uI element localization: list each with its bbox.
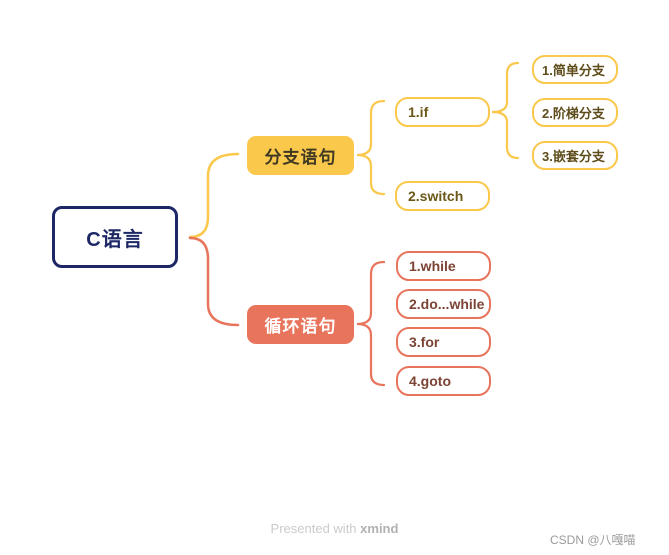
node-switch: 2.switch xyxy=(395,181,490,211)
xmind-brand: xmind xyxy=(360,521,399,536)
node-label: 3.for xyxy=(409,334,440,350)
node-while: 1.while xyxy=(396,251,491,281)
node-label: 2.阶梯分支 xyxy=(542,106,605,121)
node-nested-branch: 3.嵌套分支 xyxy=(532,141,618,170)
root-node-c-language: C语言 xyxy=(52,206,178,268)
brace-if-children xyxy=(491,61,520,160)
node-label: 1.if xyxy=(408,104,429,120)
brace-root-bottom xyxy=(188,236,240,327)
presented-prefix: Presented with xyxy=(270,521,361,536)
csdn-watermark: CSDN @八嘎喵 xyxy=(550,533,636,547)
root-node-label: C语言 xyxy=(86,228,144,251)
presented-with-xmind: Presented with xmind xyxy=(0,521,669,536)
node-label: 1.简单分支 xyxy=(542,63,605,78)
brace-root-top xyxy=(188,152,240,239)
node-label: 3.嵌套分支 xyxy=(542,149,605,164)
node-loop-statements: 循环语句 xyxy=(247,305,354,344)
node-do-while: 2.do...while xyxy=(396,289,491,319)
node-ladder-branch: 2.阶梯分支 xyxy=(532,98,618,127)
node-label: 2.do...while xyxy=(409,296,485,312)
node-goto: 4.goto xyxy=(396,366,491,396)
node-label: 4.goto xyxy=(409,373,451,389)
node-label: 分支语句 xyxy=(264,148,337,167)
node-label: 2.switch xyxy=(408,188,464,204)
node-if: 1.if xyxy=(395,97,490,127)
node-for: 3.for xyxy=(396,327,491,357)
node-label: 1.while xyxy=(409,258,456,274)
node-simple-branch: 1.简单分支 xyxy=(532,55,618,84)
brace-loop-statements xyxy=(356,260,386,387)
node-label: 循环语句 xyxy=(264,317,337,336)
node-branch-statements: 分支语句 xyxy=(247,136,354,175)
brace-branch-statements xyxy=(356,99,386,196)
